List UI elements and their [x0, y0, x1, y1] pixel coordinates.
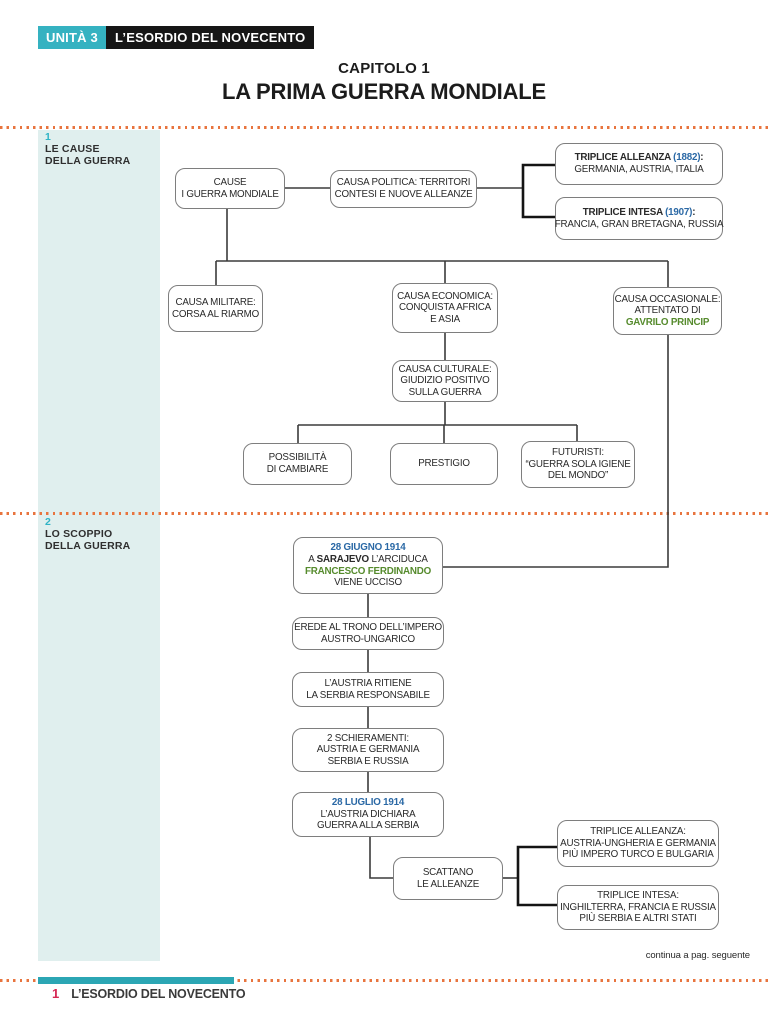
dotted-separator-middle [0, 512, 768, 515]
node-causa-culturale: CAUSA CULTURALE: GIUDIZIO POSITIVO SULLA… [392, 360, 498, 402]
section-1-number: 1 [45, 131, 51, 143]
node-triplice-intesa-schieramento: TRIPLICE INTESA: INGHILTERRA, FRANCIA E … [557, 885, 719, 930]
continue-note: continua a pag. seguente [645, 950, 750, 961]
node-causa-occasionale: CAUSA OCCASIONALE: ATTENTATO DI GAVRILO … [613, 287, 722, 335]
section-sidebar [38, 130, 160, 961]
chapter-label: CAPITOLO 1 [338, 60, 430, 77]
node-2-schieramenti: 2 SCHIERAMENTI: AUSTRIA E GERMANIA SERBI… [292, 728, 444, 772]
node-causa-economica: CAUSA ECONOMICA: CONQUISTA AFRICA E ASIA [392, 283, 498, 333]
node-prestigio: PRESTIGIO [390, 443, 498, 485]
footer-accent-bar [38, 976, 234, 984]
node-triplice-alleanza-schieramento: TRIPLICE ALLEANZA: AUSTRIA-UNGHERIA E GE… [557, 820, 719, 867]
node-triplice-alleanza-1882: TRIPLICE ALLEANZA (1882): GERMANIA, AUST… [555, 143, 723, 185]
dotted-separator-top [0, 126, 768, 129]
node-futuristi: FUTURISTI: “GUERRA SOLA IGIENE DEL MONDO… [521, 441, 635, 488]
footer-unit-title: L’ESORDIO DEL NOVECENTO [71, 987, 246, 1001]
section-2-label: 2 LO SCOPPIO DELLA GUERRA [45, 516, 155, 552]
dotted-separator-bottom [0, 979, 768, 982]
header-badges: UNITÀ 3 L’ESORDIO DEL NOVECENTO [38, 26, 315, 49]
node-scattano-le-alleanze: SCATTANO LE ALLEANZE [393, 857, 503, 900]
node-causa-politica: CAUSA POLITICA: TERRITORI CONTESI E NUOV… [330, 170, 477, 208]
unit-badge: UNITÀ 3 [38, 26, 106, 49]
node-erede-al-trono: EREDE AL TRONO DELL’IMPERO AUSTRO-UNGARI… [292, 617, 444, 650]
node-austria-ritiene: L’AUSTRIA RITIENE LA SERBIA RESPONSABILE [292, 672, 444, 707]
section-2-number: 2 [45, 516, 51, 528]
node-triplice-intesa-1907: TRIPLICE INTESA (1907): FRANCIA, GRAN BR… [555, 197, 723, 240]
node-cause-prima-guerra: CAUSE I GUERRA MONDIALE [175, 168, 285, 209]
node-sarajevo-28-giugno: 28 GIUGNO 1914 A SARAJEVO L’ARCIDUCA FRA… [293, 537, 443, 594]
node-possibilita-di-cambiare: POSSIBILITÀ DI CAMBIARE [243, 443, 352, 485]
section-1-label: 1 LE CAUSE DELLA GUERRA [45, 131, 155, 167]
page-footer: 1 L’ESORDIO DEL NOVECENTO [52, 986, 246, 1001]
node-causa-militare: CAUSA MILITARE: CORSA AL RIARMO [168, 285, 263, 332]
unit-title-badge: L’ESORDIO DEL NOVECENTO [105, 26, 315, 49]
page-title: LA PRIMA GUERRA MONDIALE [222, 79, 546, 104]
footer-page-number: 1 [52, 986, 60, 1001]
node-28-luglio-dichiarazione: 28 LUGLIO 1914 L’AUSTRIA DICHIARA GUERRA… [292, 792, 444, 837]
